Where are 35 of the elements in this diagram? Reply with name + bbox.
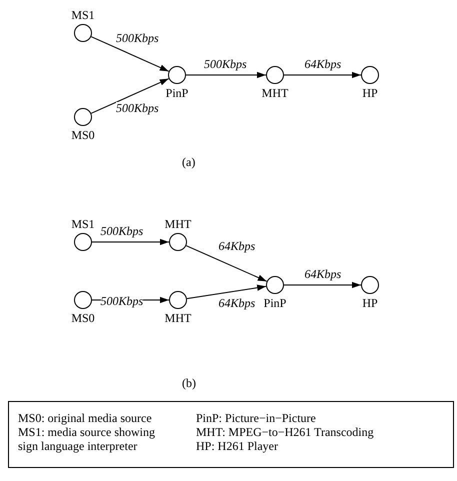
arrow: [186, 245, 268, 282]
arrow: [284, 282, 362, 288]
key-entry: MS0: original media source: [18, 411, 152, 425]
edge-label: 500Kbps: [100, 225, 144, 238]
node-label: MS0: [71, 311, 95, 326]
edge-label: 64Kbps: [218, 296, 256, 310]
arrow: [284, 72, 362, 78]
key-entry: PinP: Picture−in−Picture: [196, 411, 316, 425]
node-label: PinP: [264, 296, 286, 311]
node-label: MHT: [164, 311, 192, 326]
edge-label: 500Kbps: [204, 58, 247, 71]
edge-label: 500Kbps: [116, 32, 159, 45]
panel-label: (a): [182, 155, 196, 169]
node-label: MS0: [71, 128, 95, 143]
node-label: HP: [362, 86, 378, 101]
arrow: [186, 284, 267, 300]
node-label: MS1: [71, 8, 95, 23]
node-label: MS1: [71, 217, 95, 232]
arrow: [90, 36, 170, 72]
edge-label: 500Kbps: [100, 295, 144, 308]
arrow: [90, 78, 170, 114]
key-entry: HP: H261 Player: [196, 439, 278, 453]
edge-label: 64Kbps: [218, 240, 256, 252]
node-label: MHT: [262, 86, 288, 101]
panel-label: (b): [182, 376, 196, 390]
node-label: HP: [362, 296, 378, 311]
edge-label: 64Kbps: [304, 58, 342, 71]
edge-label: 64Kbps: [304, 268, 342, 281]
key-entry: MHT: MPEG−to−H261 Transcoding: [196, 425, 374, 439]
key-entry: MS1: media source showing sign language interpreter: [18, 425, 156, 453]
arrow: [92, 238, 170, 246]
node-label: MHT: [164, 217, 192, 232]
arrow: [186, 72, 266, 78]
edge-label: 500Kbps: [116, 102, 159, 115]
node-label: PinP: [166, 86, 188, 101]
